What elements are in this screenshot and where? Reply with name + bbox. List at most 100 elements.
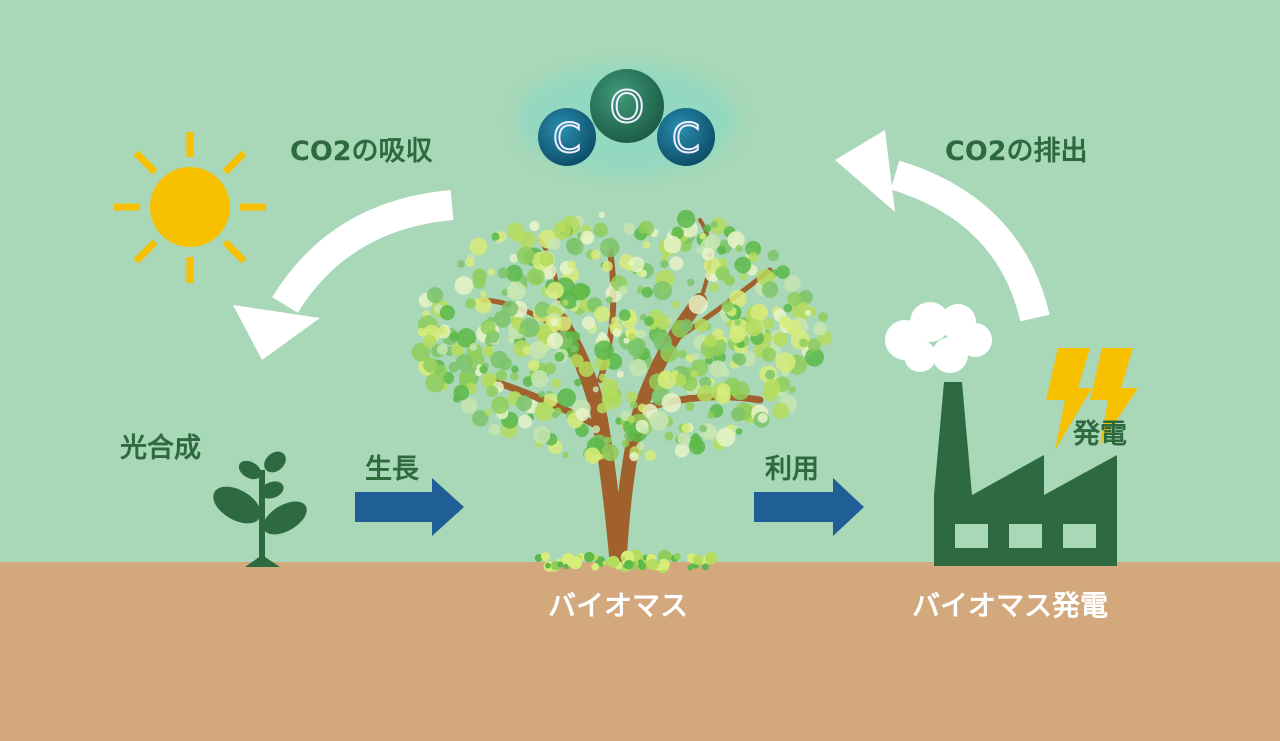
leaf-dot [701,247,715,261]
leaf-dot [657,370,676,389]
leaf-dot [715,266,730,281]
leaf-dot [669,256,684,271]
leaf-dot [748,252,759,263]
leaf-dot [426,286,444,304]
leaf-dot [472,268,487,283]
leaf-dot [580,230,595,245]
leaf-dot [575,407,590,422]
leaf-dot [566,238,584,256]
leaf-dot [581,316,596,330]
leaf-dot [800,301,809,310]
leaf-dot [734,256,752,274]
leaf-dot [765,369,776,380]
leaf-dot [534,401,554,422]
leaf-dot [423,357,439,373]
leaf-dot [493,310,511,328]
leaf-dot [461,397,478,414]
leaf-dot [716,427,736,447]
leaf-dot [677,349,687,359]
leaf-dot [621,439,630,448]
leaf-dot [721,300,734,312]
leaf-dot [518,414,532,429]
leaf-dot [546,332,564,349]
leaf-dot [539,251,554,267]
leaf-dot [600,237,620,258]
leaf-dot [535,324,552,341]
sprout-icon [213,451,307,567]
leaf-dot [456,328,476,348]
leaf-dot [730,381,750,401]
leaf-dot [593,222,608,238]
leaf-dot [449,331,459,342]
leaf-dot [636,329,647,339]
leaf-dot [767,249,779,262]
leaf-dot [653,332,672,351]
leaf-dot [627,415,635,423]
leaf-dot [578,361,595,377]
leaf-dot [644,449,656,461]
leaf-dot [491,232,500,241]
leaf-dot [601,443,619,462]
grass-dot [534,554,543,562]
grass-dot [673,553,681,561]
leaf-dot [762,332,773,343]
leaf-dot [731,407,746,422]
leaf-dot [598,332,607,341]
leaf-dot [544,362,557,375]
leaf-dot [655,315,671,330]
leaf-dot [786,319,802,336]
leaf-dot [735,428,743,435]
leaf-dot [716,389,731,404]
grass-dot [557,561,564,568]
leaf-dot [612,328,622,337]
molecule-c-left: C [553,116,581,162]
leaf-dot [628,333,636,341]
leaf-dot [469,237,488,256]
leaf-dot [490,350,508,369]
leaf-dot [522,376,534,387]
leaf-dot [538,390,545,398]
leaf-dot [685,401,695,411]
leaf-dot [640,426,649,435]
leaf-dot [740,273,748,281]
leaf-dot [729,327,745,344]
leaf-dot [745,240,762,257]
leaf-dot [637,403,647,413]
leaf-dot [594,340,614,361]
leaf-dot [804,347,824,367]
lightning-icon [1046,348,1138,450]
grass-dot [647,558,659,571]
leaf-dot [694,318,709,333]
leaf-dot [570,345,578,353]
grass-dot [624,559,634,570]
leaf-dot [660,259,669,269]
leaf-dot [552,221,572,240]
photosynthesis-label: 光合成 [119,432,201,464]
leaf-dot [592,425,601,434]
leaf-dot [605,296,613,304]
leaf-dot [551,378,562,388]
leaf-dot [638,224,649,235]
leaf-dot [565,330,574,339]
leaf-dot [661,393,682,413]
leaf-dot [436,344,448,355]
leaf-dot [422,334,437,348]
leaf-dot [641,286,653,298]
leaf-dot [696,384,714,402]
grass-dot [621,556,626,561]
leaf-dot [480,319,496,336]
leaf-dot [686,278,695,287]
leaf-dot [507,336,515,344]
leaf-dot [775,352,796,373]
leaf-dot [623,337,630,344]
leaf-dot [636,441,645,450]
leaf-dot [772,402,789,420]
leaf-dot [729,290,747,308]
grass-dot [562,563,569,570]
leaf-dot [619,309,631,321]
leaf-dot [783,303,793,313]
leaf-dot [529,220,540,231]
grass-dot [701,563,709,571]
co2-emit-label: CO2の排出 [945,136,1088,167]
